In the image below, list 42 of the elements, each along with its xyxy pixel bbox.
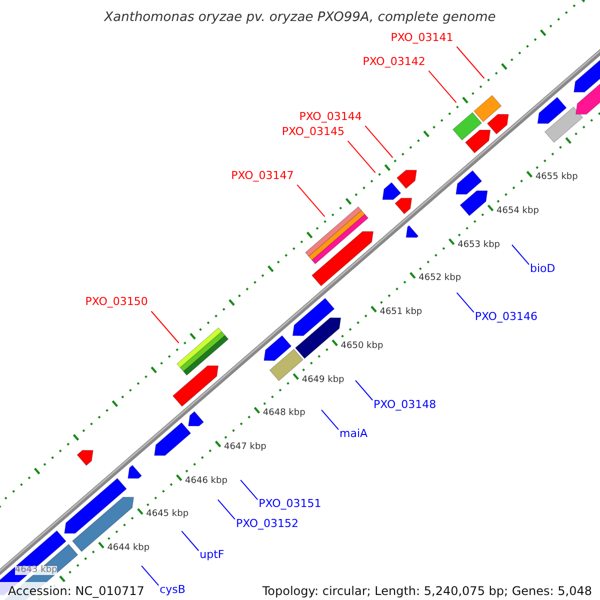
gene-label: PXO_03152 [236,518,299,529]
tick-label: 4653 kbp [458,240,500,250]
tick-label: 4647 kbp [224,443,266,452]
leader-line [364,125,394,158]
tick-label: 4645 kbp [146,510,189,520]
tick-label: 4652 kbp [418,274,462,284]
title: Xanthomonas oryzae pv. oryzae PXO99A, complete genome [102,11,497,24]
gene-label: cysB [160,584,186,595]
gene-label: uptF [200,549,224,560]
leader-line [181,530,200,552]
tick-label: 4646 kbp [185,476,228,486]
gene-label: PXO_03145 [282,126,344,137]
gene-label: PXO_03151 [258,498,322,510]
tick-label: 4648 kbp [262,409,306,418]
leader-line [456,46,485,79]
tick-label: 4649 kbp [302,376,344,385]
gene-label: bioD [530,263,556,274]
leader-line [355,380,374,401]
leader-line [512,244,530,266]
gene-label: PXO_03144 [299,110,362,122]
tick-label: 4643 kbp [14,566,58,575]
tick-label: 4650 kbp [340,342,384,351]
leader-line [456,292,474,313]
tick-label: 4654 kbp [496,206,539,216]
gene-label: PXO_03148 [374,398,436,410]
gene-label: PXO_03150 [85,296,148,308]
leader-line [347,140,376,174]
leader-line [428,70,457,104]
gene-label: PXO_03147 [231,170,294,181]
leader-line [217,499,236,520]
leader-line [141,565,160,586]
gene-label: maiA [340,428,368,440]
gene-label: PXO_03142 [362,56,426,67]
leader-line [240,480,258,500]
tick-label: 4644 kbp [107,544,150,554]
leader-line [320,409,340,430]
gene-label: PXO_03141 [390,32,454,43]
gene-label: PXO_03146 [474,310,538,322]
tick-label: 4651 kbp [380,308,422,318]
leader-line [296,184,326,218]
leader-line [150,310,180,344]
tick-label: 4655 kbp [535,173,578,182]
